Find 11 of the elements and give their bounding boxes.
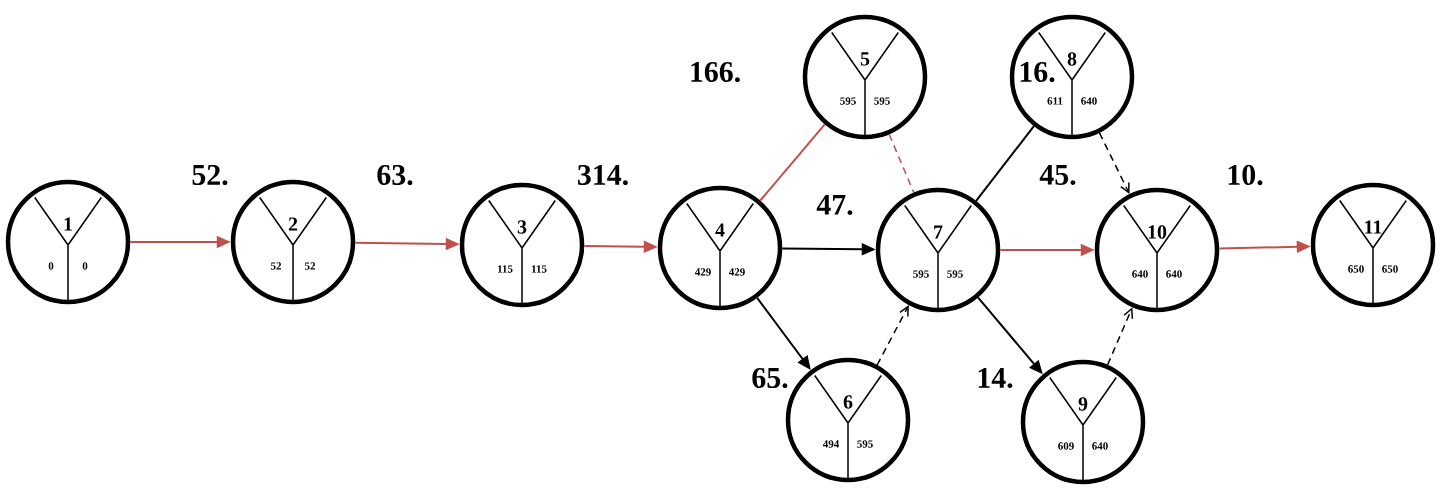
duration-label: 47.	[815, 193, 855, 217]
duration-label: 16.	[1017, 60, 1057, 84]
duration-label: 166.	[687, 60, 743, 84]
arrow	[1106, 307, 1134, 366]
arrow	[1098, 132, 1130, 195]
duration-label: 63.	[375, 163, 415, 187]
arrow	[876, 305, 909, 366]
duration-label: 45.	[1038, 163, 1078, 187]
duration-label: 10.	[1225, 163, 1265, 187]
duration-label: 52.	[190, 163, 230, 187]
duration-label: 14.	[975, 366, 1015, 390]
